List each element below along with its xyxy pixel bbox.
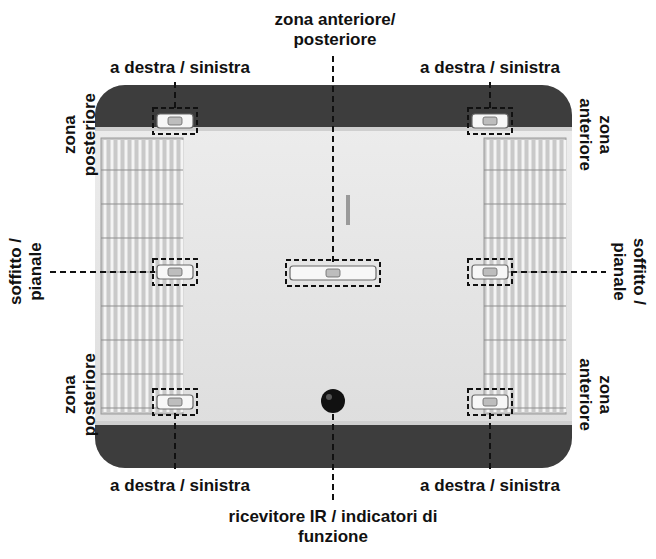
leader-line	[50, 56, 606, 500]
grille-slat	[536, 140, 539, 412]
grille-slat	[522, 140, 525, 412]
callout-label: zona posteriore	[60, 80, 99, 190]
slider-body	[157, 395, 193, 409]
grille-slat	[111, 140, 114, 412]
highlight-frame	[468, 259, 512, 285]
grille-slat	[550, 140, 553, 412]
slider-body	[472, 395, 508, 409]
callout-label: ricevitore IR / indicatori di funzione	[203, 507, 463, 546]
grille-rib	[484, 306, 566, 307]
grille-slat	[529, 140, 532, 412]
slider-knob	[483, 398, 497, 406]
slider-knob	[168, 398, 182, 406]
grille-slat	[564, 140, 567, 412]
grille-slat	[146, 140, 149, 412]
unit-housing	[95, 85, 572, 468]
highlight-frame	[153, 108, 197, 134]
slider-knob	[483, 117, 497, 125]
grille-slat	[515, 140, 518, 412]
slider-knob	[483, 268, 497, 276]
highlight-frame	[286, 260, 380, 286]
callout-label: a destra / sinistra	[405, 476, 575, 496]
slider-knob	[168, 268, 182, 276]
grille-slat	[118, 140, 121, 412]
callout-label: a destra / sinistra	[95, 58, 265, 78]
slider-knob	[326, 269, 340, 277]
logo-mark	[346, 195, 350, 225]
highlight-frame	[468, 108, 512, 134]
slider-knob	[168, 117, 182, 125]
grille-rib	[101, 170, 183, 171]
grille-slat	[557, 140, 560, 412]
grille-rib	[484, 238, 566, 239]
callout-label: zona posteriore	[60, 340, 99, 450]
slider-body	[157, 114, 193, 128]
grille-rib	[101, 306, 183, 307]
grille-rib	[484, 340, 566, 341]
callout-label: soffitto / pianale	[609, 222, 648, 322]
slider-body	[157, 265, 193, 279]
grille-slat	[104, 140, 107, 412]
grille-slat	[543, 140, 546, 412]
callout-label: zona anteriore/ posteriore	[235, 10, 435, 49]
callout-label: soffitto / pianale	[6, 222, 45, 322]
grille-rib	[484, 204, 566, 205]
grille-frame	[484, 138, 566, 414]
grille-rib	[101, 374, 183, 375]
grille-rib	[484, 374, 566, 375]
grille-frame	[101, 138, 183, 414]
callout-label: a destra / sinistra	[405, 58, 575, 78]
highlight-frame	[153, 259, 197, 285]
grille-rib	[101, 340, 183, 341]
slider-body	[472, 114, 508, 128]
grille-slat	[125, 140, 128, 412]
highlight-frame	[468, 389, 512, 415]
grille-slat	[139, 140, 142, 412]
grille-slat	[132, 140, 135, 412]
callout-label: zona anteriore	[575, 80, 614, 190]
highlight-frame	[153, 389, 197, 415]
grille-rib	[101, 238, 183, 239]
ir-receiver	[321, 389, 345, 413]
grille-rib	[101, 204, 183, 205]
callout-label: zona anteriore	[575, 340, 614, 450]
slider-body	[472, 265, 508, 279]
slider-body	[290, 266, 376, 280]
grille-rib	[484, 170, 566, 171]
callout-label: a destra / sinistra	[95, 476, 265, 496]
